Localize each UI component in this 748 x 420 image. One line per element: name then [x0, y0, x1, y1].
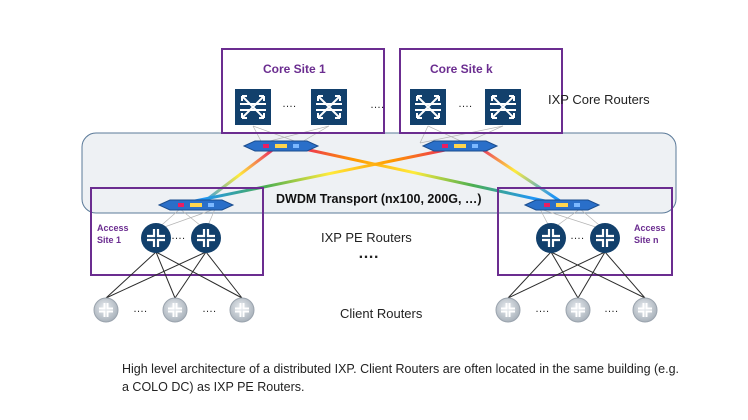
core-router-icon — [409, 88, 447, 126]
core-site-1-label: Core Site 1 — [263, 62, 326, 76]
pe-router-icon — [588, 221, 622, 255]
pe-router-ellipsis: …. — [570, 230, 585, 242]
access-site-n-box — [497, 187, 673, 276]
core-router-icon — [234, 88, 272, 126]
core-router-ellipsis: …. — [282, 98, 297, 110]
access-site-1-label: Access Site 1 — [97, 223, 129, 245]
pe-router-icon — [189, 221, 223, 255]
dwdm-transport-label: DWDM Transport (nx100, 200G, …) — [276, 192, 482, 206]
ixp-pe-routers-label: IXP PE Routers — [321, 230, 412, 245]
client-router-icon — [632, 297, 658, 323]
client-router-icon — [495, 297, 521, 323]
core-router-icon — [310, 88, 348, 126]
core-site-ellipsis: …. — [370, 99, 385, 111]
client-routers-label: Client Routers — [340, 306, 423, 321]
client-router-icon — [93, 297, 119, 323]
access-site-1-box — [90, 187, 264, 276]
core-router-icon — [484, 88, 522, 126]
client-ellipsis: …. — [535, 303, 550, 315]
pe-router-icon — [139, 221, 173, 255]
core-site-k-box — [399, 48, 563, 134]
dwdm-links — [194, 146, 561, 203]
access-dwdm-node-n — [524, 199, 600, 211]
access-dwdm-node-1 — [158, 199, 234, 211]
client-ellipsis: …. — [202, 303, 217, 315]
core-links — [252, 125, 504, 144]
pe-site-ellipsis: …. — [358, 245, 379, 262]
core-router-ellipsis: …. — [458, 98, 473, 110]
client-ellipsis: …. — [133, 303, 148, 315]
ixp-core-routers-label: IXP Core Routers — [548, 92, 650, 107]
client-router-icon — [565, 297, 591, 323]
client-router-icon — [229, 297, 255, 323]
figure-caption: High level architecture of a distributed… — [122, 362, 680, 394]
core-site-k-label: Core Site k — [430, 62, 493, 76]
client-ellipsis: …. — [604, 303, 619, 315]
core-dwdm-node-1 — [243, 140, 319, 152]
client-router-icon — [162, 297, 188, 323]
pe-router-icon — [534, 221, 568, 255]
core-site-1-box — [221, 48, 385, 134]
pe-router-ellipsis: …. — [171, 230, 186, 242]
core-dwdm-node-k — [422, 140, 498, 152]
access-site-n-label: Access Site n — [634, 223, 666, 245]
client-links — [105, 251, 646, 299]
